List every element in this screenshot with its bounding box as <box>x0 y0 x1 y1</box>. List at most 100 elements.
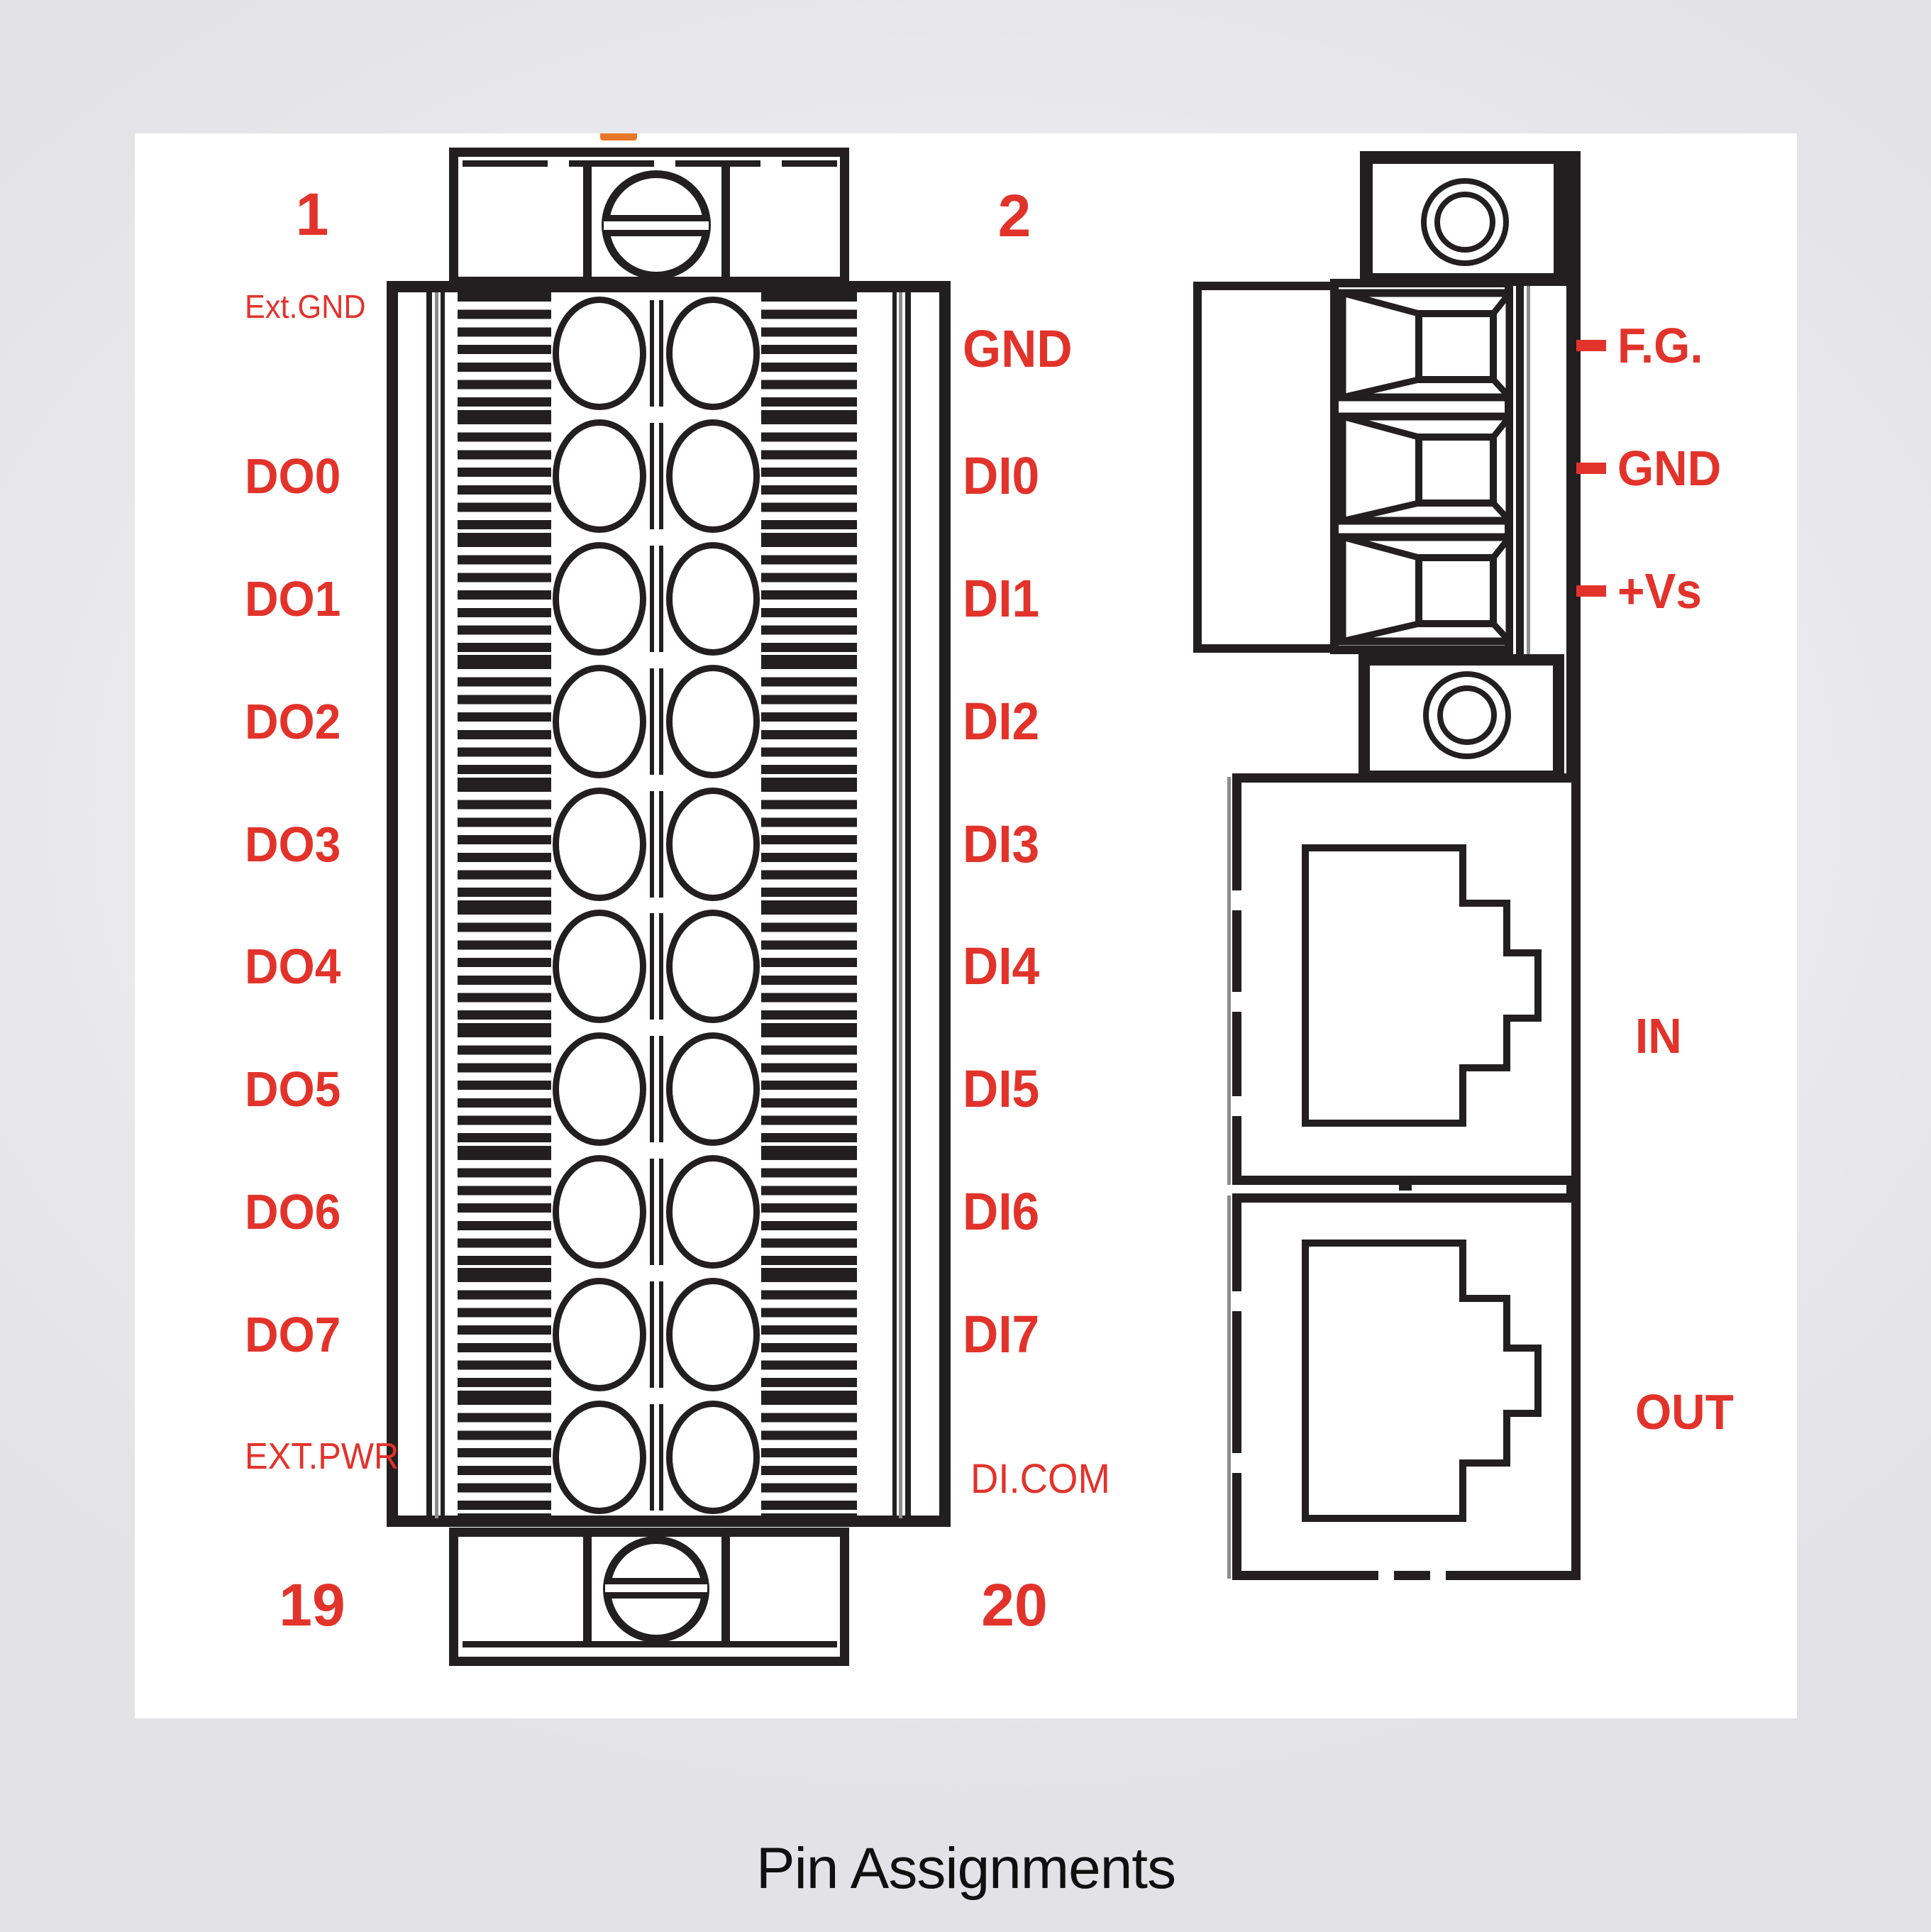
clamp-comb-left <box>458 1150 551 1279</box>
clamp-comb-right <box>761 1150 857 1279</box>
terminal-mid-line <box>650 300 654 407</box>
terminal-hole-right <box>666 419 760 534</box>
pin-label-extpwr: EXT.PWR <box>245 1436 399 1477</box>
terminal-top-flange-divider-right <box>721 165 730 286</box>
terminal-top-flange-divider-left <box>583 165 592 286</box>
terminal-hole-left <box>553 664 646 778</box>
terminal-hole-left <box>553 910 646 1024</box>
terminal-hole-left <box>553 297 646 411</box>
terminal-hole-right <box>666 542 760 656</box>
terminal-hole-left <box>553 542 646 656</box>
terminal-mid-line <box>650 1159 654 1265</box>
out-rj45-socket <box>1302 1240 1542 1522</box>
housing-divider-notch <box>1399 1182 1412 1191</box>
out-housing-notch-2 <box>1232 1453 1241 1473</box>
pin-label-do3: DO3 <box>245 817 341 872</box>
terminal-mid-line <box>659 1403 663 1511</box>
terminal-mid-line <box>659 790 663 898</box>
power-label-gnd: GND <box>1617 441 1722 496</box>
clamp-comb-left <box>458 905 551 1033</box>
pin-number-1: 1 <box>295 181 329 248</box>
terminal-hole-left <box>553 1155 646 1269</box>
terminal-top-flange-dashed-line <box>463 160 837 167</box>
clamp-comb-right <box>761 414 857 543</box>
pin-label-dicom: DI.COM <box>970 1456 1110 1502</box>
out-housing-bottom-gap-1 <box>1378 1571 1394 1580</box>
terminal-mid-line <box>650 668 654 775</box>
pin-label-di7: DI7 <box>963 1305 1040 1364</box>
terminal-hole-right <box>666 1155 760 1269</box>
terminal-mid-line <box>659 1281 663 1388</box>
terminal-right-rail-line <box>905 292 911 1518</box>
pin-label-gnd: GND <box>963 319 1073 378</box>
in-housing-notch-1 <box>1232 890 1241 910</box>
pin-label-do4: DO4 <box>245 939 341 994</box>
out-housing-hairline <box>1227 1196 1231 1579</box>
module-top-screwhole-outer <box>1421 178 1509 266</box>
clamp-comb-right <box>761 1027 857 1156</box>
terminal-hole-left <box>553 419 646 534</box>
pin-label-di4: DI4 <box>963 937 1040 995</box>
clamp-comb-left <box>458 414 551 543</box>
in-housing-notch-3 <box>1232 1096 1241 1116</box>
clamp-comb-left <box>458 660 551 788</box>
terminal-mid-line <box>659 1036 663 1143</box>
terminal-mid-line <box>650 1403 654 1511</box>
port-label-out: OUT <box>1635 1384 1734 1440</box>
power-label-fg: F.G. <box>1617 318 1703 373</box>
clamp-comb-right <box>761 1396 857 1523</box>
power-panel-line <box>1516 286 1524 654</box>
terminal-hole-right <box>666 664 760 778</box>
port-label-in: IN <box>1635 1008 1682 1064</box>
terminal-bottom-flange-line <box>463 1641 837 1647</box>
module-top-screwhole-inner <box>1434 192 1495 253</box>
power-label-vs: +Vs <box>1617 563 1702 619</box>
terminal-left-rail-line <box>426 292 432 1518</box>
power-tick-gnd <box>1576 463 1606 474</box>
terminal-hole-right <box>666 297 760 411</box>
in-housing-notch-2 <box>1232 992 1241 1012</box>
clamp-comb-left <box>458 1027 551 1156</box>
clamp-comb-right <box>761 1273 857 1401</box>
terminal-hole-left <box>553 787 646 901</box>
clamp-comb-left <box>458 1396 551 1523</box>
terminal-right-rail-line2 <box>892 292 897 1518</box>
out-housing-notch-1 <box>1232 1291 1241 1311</box>
power-plug-body <box>1193 282 1339 653</box>
terminal-bottom-flange-divider-right <box>721 1537 730 1643</box>
terminal-mid-line <box>650 790 654 898</box>
clamp-comb-right <box>761 292 857 420</box>
terminal-mid-line <box>650 913 654 1020</box>
terminal-hole-right <box>666 1277 760 1391</box>
terminal-mid-line <box>650 546 654 652</box>
pin-label-do1: DO1 <box>245 571 341 626</box>
pin-label-di0: DI0 <box>963 446 1040 505</box>
terminal-mid-line <box>650 1036 654 1143</box>
clamp-comb-right <box>761 660 857 788</box>
terminal-hole-left <box>553 1400 646 1514</box>
clamp-comb-right <box>761 537 857 666</box>
terminal-mid-line <box>659 668 663 775</box>
in-housing-hairline <box>1227 777 1231 1185</box>
clamp-comb-right <box>761 905 857 1033</box>
terminal-hole-right <box>666 910 760 1024</box>
terminal-hole-right <box>666 1032 760 1147</box>
page-title: Pin Assignments <box>756 1836 1176 1901</box>
clamp-comb-left <box>458 537 551 666</box>
terminal-hole-right <box>666 787 760 901</box>
power-tick-vs <box>1576 585 1606 597</box>
pin-number-2: 2 <box>997 182 1031 249</box>
power-terminal-pins <box>1330 279 1513 654</box>
pin-label-do5: DO5 <box>245 1061 341 1117</box>
terminal-mid-line <box>659 913 663 1020</box>
pin-label-do7: DO7 <box>245 1307 341 1362</box>
terminal-hole-right <box>666 1400 760 1514</box>
pin-label-di3: DI3 <box>963 815 1040 873</box>
terminal-mid-line <box>659 546 663 652</box>
module-top-cap-inner-line <box>1554 164 1560 273</box>
in-rj45-socket <box>1302 844 1542 1127</box>
brand-orange-dash <box>600 133 637 140</box>
clamp-comb-right <box>761 783 857 910</box>
clamp-comb-left <box>458 1273 551 1401</box>
terminal-mid-line <box>650 1281 654 1388</box>
